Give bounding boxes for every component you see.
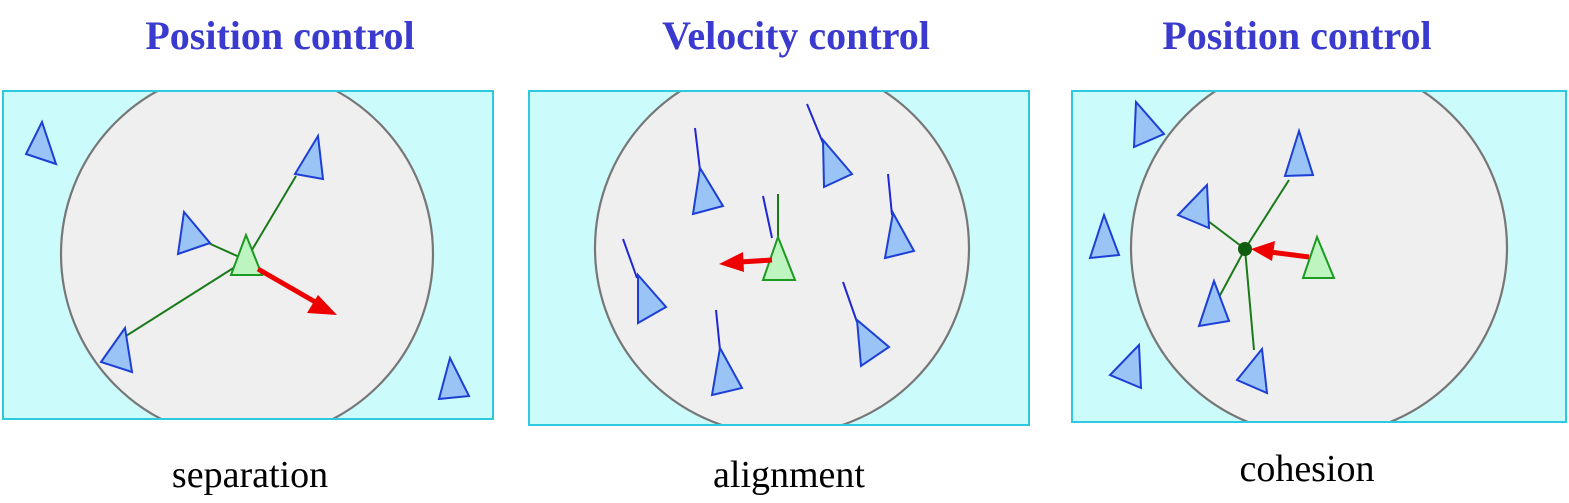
panel-title-cohesion: Position control bbox=[1162, 13, 1432, 58]
boid-icon bbox=[1197, 278, 1231, 328]
velocity-heading bbox=[622, 238, 638, 279]
panel-caption-alignment: alignment bbox=[713, 454, 865, 496]
alignment-steering-arrow bbox=[739, 257, 773, 265]
velocity-heading bbox=[762, 195, 773, 239]
velocity-heading bbox=[715, 309, 721, 351]
boid-icon bbox=[1283, 127, 1315, 178]
boid-icon bbox=[691, 165, 725, 216]
neighbor-link bbox=[1217, 248, 1246, 300]
boid-icon bbox=[883, 210, 916, 260]
boid-icon bbox=[24, 119, 58, 166]
boid-icon bbox=[710, 345, 744, 397]
cohesion-diagram bbox=[1071, 90, 1567, 423]
neighbor-link bbox=[1244, 179, 1290, 250]
boid-icon bbox=[176, 209, 212, 256]
boid-icon bbox=[1132, 99, 1166, 149]
neighbor-link bbox=[125, 259, 247, 337]
boid-icon bbox=[99, 325, 134, 374]
panel-caption-cohesion: cohesion bbox=[1239, 448, 1375, 490]
neighbor-link bbox=[1244, 248, 1255, 351]
boid-icon bbox=[1235, 346, 1269, 395]
boid-icon bbox=[637, 272, 668, 325]
flock-center-dot bbox=[1238, 242, 1252, 256]
focal-boid-icon bbox=[229, 232, 264, 276]
panel-title-separation: Position control bbox=[145, 13, 415, 58]
arrow-head-icon bbox=[719, 252, 744, 272]
velocity-heading bbox=[842, 281, 858, 323]
velocity-heading bbox=[806, 103, 824, 144]
cohesion-steering-arrow bbox=[1269, 249, 1310, 260]
panel-caption-separation: separation bbox=[171, 454, 329, 496]
boid-icon bbox=[293, 132, 325, 181]
arrow-head-icon bbox=[307, 295, 337, 315]
neighbor-link bbox=[1207, 220, 1246, 250]
neighbor-link bbox=[245, 175, 297, 261]
boid-icon bbox=[855, 317, 891, 368]
arrow-head-icon bbox=[1251, 241, 1275, 261]
velocity-heading bbox=[694, 127, 701, 171]
focal-boid-icon bbox=[1301, 234, 1336, 279]
boid-icon bbox=[1108, 342, 1143, 390]
separation-steering-arrow bbox=[256, 266, 319, 306]
panel-title-alignment: Velocity control bbox=[662, 13, 930, 58]
alignment-diagram bbox=[528, 90, 1030, 426]
boid-icon bbox=[821, 137, 854, 189]
separation-diagram bbox=[2, 90, 494, 420]
boid-icon bbox=[437, 355, 471, 401]
boid-icon bbox=[1176, 182, 1211, 230]
velocity-heading bbox=[887, 173, 893, 216]
boid-icon bbox=[1088, 211, 1121, 260]
